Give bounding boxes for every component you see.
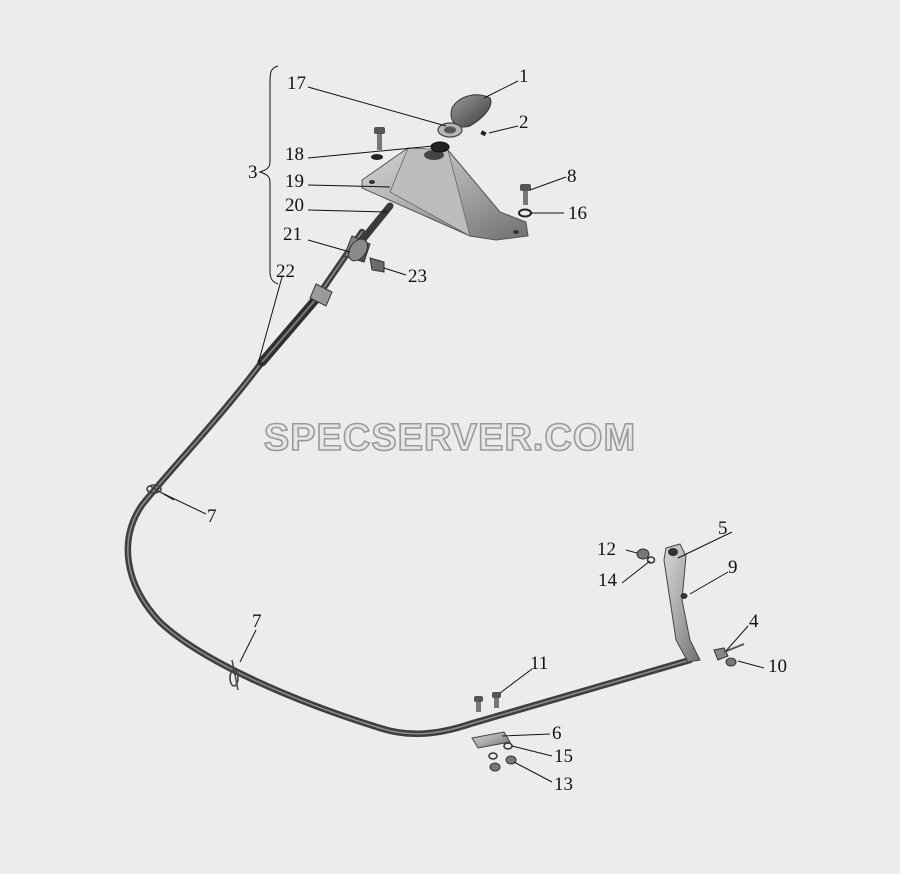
callout-7a: 7 (207, 506, 217, 527)
leader-lines (163, 80, 765, 783)
callout-22: 22 (276, 261, 295, 282)
bolt-11a (474, 696, 483, 712)
cable-clip-upper (146, 484, 175, 501)
group-brace (258, 65, 279, 285)
callout-8: 8 (567, 166, 577, 187)
bolt-8 (520, 184, 531, 205)
callout-3: 3 (248, 162, 258, 183)
callout-6: 6 (552, 723, 562, 744)
callout-19: 19 (285, 171, 304, 192)
cable-clip-lower (229, 659, 239, 691)
lower-bracket (636, 543, 745, 667)
callout-13: 13 (554, 774, 573, 795)
callout-23: 23 (408, 266, 427, 287)
callout-7b: 7 (252, 611, 262, 632)
lever-knob (450, 94, 492, 128)
callout-16: 16 (568, 203, 587, 224)
callout-5: 5 (718, 518, 728, 539)
callout-2: 2 (519, 112, 529, 133)
callout-20: 20 (285, 195, 304, 216)
washer (430, 141, 450, 153)
callout-18: 18 (285, 144, 304, 165)
callout-12: 12 (597, 539, 616, 560)
shift-lever-assembly (309, 94, 532, 307)
callout-4: 4 (749, 611, 759, 632)
callout-21: 21 (283, 224, 302, 245)
callout-14: 14 (598, 570, 618, 591)
cable-clamp (471, 692, 517, 772)
watermark-text: SPECSERVER.COM (264, 417, 636, 459)
callout-labels: 1 2 3 4 5 6 7 7 8 9 10 11 12 13 14 15 16… (207, 66, 787, 795)
bolt (371, 127, 385, 160)
callout-11: 11 (530, 653, 548, 674)
bolt-11b (492, 692, 501, 708)
callout-9: 9 (728, 557, 738, 578)
callout-1: 1 (519, 66, 529, 87)
callout-15: 15 (554, 746, 573, 767)
callout-17: 17 (287, 73, 306, 94)
control-cable (124, 228, 694, 738)
callout-10: 10 (768, 656, 787, 677)
